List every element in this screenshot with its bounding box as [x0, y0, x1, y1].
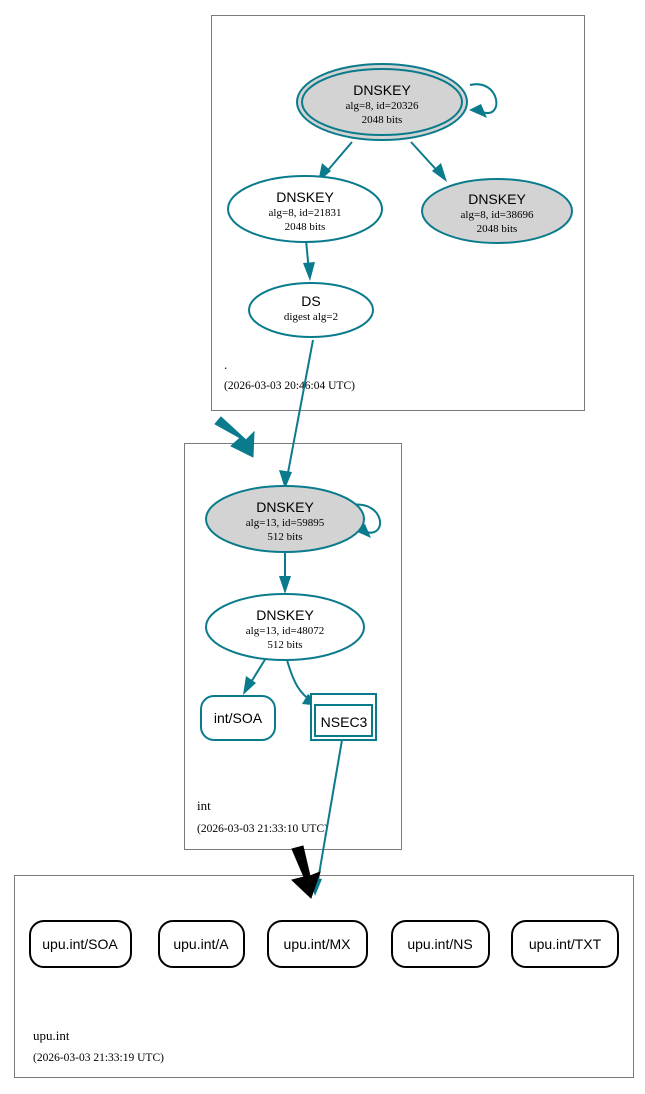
- node-root-dnskey-38696[interactable]: DNSKEY alg=8, id=38696 2048 bits: [421, 178, 573, 244]
- node-title: upu.int/A: [173, 936, 229, 952]
- node-int-dnskey-48072[interactable]: DNSKEY alg=13, id=48072 512 bits: [205, 593, 365, 661]
- node-title: DNSKEY: [256, 607, 314, 623]
- zone-upu-int: upu.int (2026-03-03 21:33:19 UTC): [14, 875, 634, 1078]
- node-rect: [391, 920, 490, 968]
- node-ellipse: [205, 593, 365, 661]
- edge-root-ksk-self-signature: [469, 83, 498, 118]
- node-subtitle-1: alg=13, id=59895: [246, 517, 325, 529]
- node-inner-rect: [314, 704, 373, 737]
- arrowhead: [469, 104, 487, 118]
- node-root-dnskey-20326[interactable]: DNSKEY alg=8, id=20326 2048 bits: [296, 63, 468, 141]
- node-subtitle-2: 512 bits: [267, 639, 302, 651]
- node-subtitle-1: digest alg=2: [284, 311, 338, 323]
- node-ellipse: [227, 175, 383, 243]
- node-subtitle-1: alg=8, id=38696: [461, 209, 534, 221]
- zone-upu-int-timestamp: (2026-03-03 21:33:19 UTC): [33, 1052, 164, 1064]
- edge-root-zsk21831-to-ds: [303, 239, 315, 281]
- node-root-ds[interactable]: DS digest alg=2: [248, 282, 374, 338]
- zone-int-label: int: [197, 798, 211, 813]
- node-title: DNSKEY: [256, 499, 314, 515]
- zone-upu-int-border: [14, 875, 634, 1078]
- edge-root-ds-to-int-ksk: [279, 339, 314, 489]
- delegation-arrow-secure: [214, 416, 255, 458]
- node-subtitle-2: 512 bits: [267, 531, 302, 543]
- node-subtitle-2: 2048 bits: [477, 223, 518, 235]
- node-subtitle-1: alg=8, id=21831: [269, 207, 342, 219]
- node-title: upu.int/SOA: [42, 936, 118, 952]
- arrowhead: [279, 470, 292, 489]
- node-title: int/SOA: [214, 710, 263, 726]
- node-upu-int-a[interactable]: upu.int/A: [158, 920, 245, 968]
- edge-int-ksk-self-signature: [350, 503, 382, 538]
- node-title: DNSKEY: [353, 82, 411, 98]
- node-title: DNSKEY: [276, 189, 334, 205]
- edge-delegation-root-to-int: [214, 416, 255, 458]
- edge-delegation-int-to-upu-int: [290, 845, 321, 899]
- node-rect: [267, 920, 368, 968]
- node-root-dnskey-21831[interactable]: DNSKEY alg=8, id=21831 2048 bits: [227, 175, 383, 243]
- edge-int-zsk-to-int-soa: [243, 657, 267, 695]
- node-subtitle-1: alg=8, id=20326: [346, 100, 419, 112]
- node-ellipse: [205, 485, 365, 553]
- arrowhead: [432, 163, 447, 182]
- zone-root-timestamp: (2026-03-03 20:46:04 UTC): [224, 380, 355, 392]
- node-upu-int-soa[interactable]: upu.int/SOA: [29, 920, 132, 968]
- node-title: DNSKEY: [468, 191, 526, 207]
- node-title: upu.int/TXT: [529, 936, 602, 952]
- node-title: upu.int/NS: [407, 936, 472, 952]
- node-upu-int-txt[interactable]: upu.int/TXT: [511, 920, 619, 968]
- node-subtitle-2: 2048 bits: [285, 221, 326, 233]
- node-rect: [200, 695, 276, 741]
- arrowhead: [279, 576, 291, 594]
- zone-root-label: .: [224, 357, 227, 372]
- node-rect: [511, 920, 619, 968]
- arrowhead: [353, 524, 371, 538]
- delegation-arrow-insecure: [290, 845, 321, 899]
- zone-int-timestamp: (2026-03-03 21:33:10 UTC): [197, 823, 328, 835]
- node-title: upu.int/MX: [284, 936, 352, 952]
- node-int-nsec3[interactable]: NSEC3: [310, 693, 377, 741]
- node-upu-int-ns[interactable]: upu.int/NS: [391, 920, 490, 968]
- node-int-soa[interactable]: int/SOA: [200, 695, 276, 741]
- edge-root-ksk-to-zsk38696: [410, 141, 447, 182]
- node-rect: [158, 920, 245, 968]
- edge-int-ksk-to-zsk: [279, 552, 291, 594]
- node-inner-ellipse: [301, 68, 463, 136]
- node-subtitle-1: alg=13, id=48072: [246, 625, 324, 637]
- node-ellipse: [248, 282, 374, 338]
- node-title: DS: [301, 293, 320, 309]
- node-ellipse: [421, 178, 573, 244]
- node-title: NSEC3: [321, 714, 368, 730]
- node-rect: [29, 920, 132, 968]
- node-upu-int-mx[interactable]: upu.int/MX: [267, 920, 368, 968]
- node-subtitle-2: 2048 bits: [362, 114, 403, 126]
- arrowhead: [243, 676, 256, 695]
- node-int-dnskey-59895[interactable]: DNSKEY alg=13, id=59895 512 bits: [205, 485, 365, 553]
- zone-upu-int-label: upu.int: [33, 1028, 70, 1043]
- arrowhead: [303, 262, 315, 281]
